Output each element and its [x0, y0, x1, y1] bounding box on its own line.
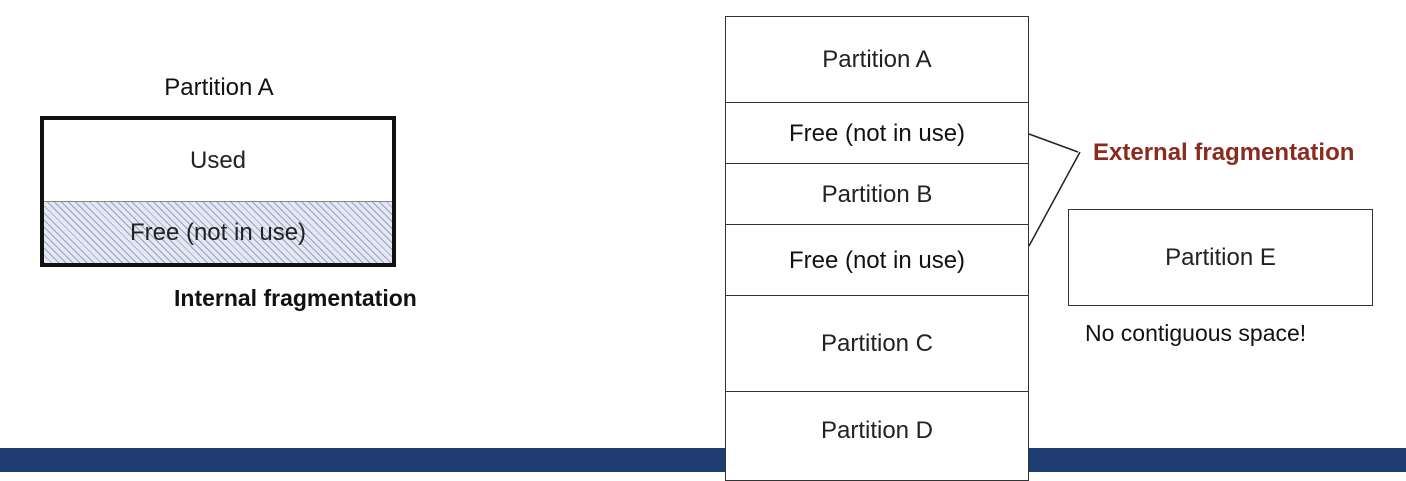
- internal-partition-title: Partition A: [164, 74, 274, 101]
- connector-line-upper: [1028, 133, 1079, 153]
- internal-partition-box: Used Free (not in use): [40, 116, 396, 267]
- used-region: Used: [44, 120, 392, 202]
- external-fragmentation-label: External fragmentation: [1093, 139, 1355, 166]
- stack-free-2: Free (not in use): [725, 224, 1029, 297]
- internal-fragmentation-label: Internal fragmentation: [174, 285, 417, 311]
- internal-free-region: Free (not in use): [44, 202, 392, 263]
- stack-partition-b: Partition B: [725, 163, 1029, 226]
- stack-free-1: Free (not in use): [725, 102, 1029, 165]
- no-contiguous-space-label: No contiguous space!: [1085, 320, 1307, 346]
- footer-bar: [0, 448, 1406, 472]
- partition-e-box: Partition E: [1068, 209, 1373, 306]
- stack-partition-c: Partition C: [725, 295, 1029, 393]
- stack-partition-a: Partition A: [725, 16, 1029, 104]
- stack-partition-d: Partition D: [725, 391, 1029, 481]
